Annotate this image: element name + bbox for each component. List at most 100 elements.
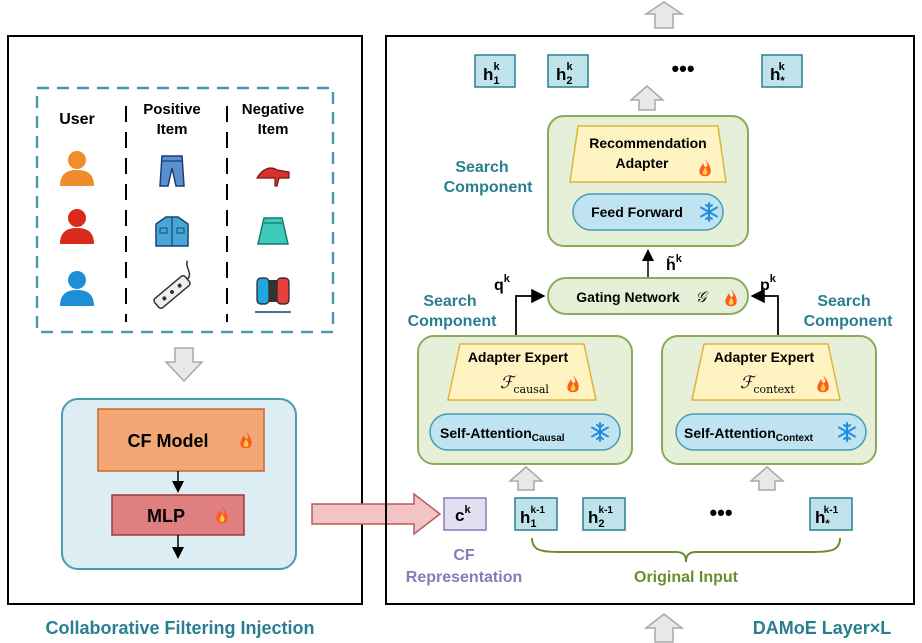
cf-representation-line1: CF — [453, 547, 475, 564]
input-token-h2 — [582, 497, 626, 531]
output-token-h2 — [547, 54, 589, 88]
input-token-h1 — [514, 497, 558, 531]
column-header-positive-line1: Positive — [143, 101, 201, 118]
search-component-label-left-2: Component — [408, 313, 498, 330]
svg-text:h*k: h* k — [770, 61, 786, 87]
svg-text:pk: pk — [760, 273, 777, 294]
right-adapter-expert — [691, 343, 841, 401]
search-component-label-top-2: Component — [444, 179, 534, 196]
column-header-positive-line2: Item — [157, 121, 188, 138]
cf-input-sup: k — [464, 504, 471, 516]
input-hstar-base: h — [815, 508, 825, 527]
search-component-label-left-1: Search — [423, 293, 476, 310]
denim-jacket-icon — [155, 216, 189, 247]
right-expert-func: ℱ — [740, 373, 757, 393]
input-h2-sup: k-1 — [599, 505, 614, 516]
right-panel-title: DAMoE Layer×L — [753, 618, 892, 638]
left-panel-title: Collaborative Filtering Injection — [45, 618, 314, 638]
p-label-sup: k — [770, 273, 777, 285]
output-token-hstar — [761, 54, 803, 88]
feed-forward-pill — [572, 193, 724, 231]
output-hstar-sup: k — [779, 61, 786, 73]
game-controller-icon — [255, 277, 291, 313]
column-header-negative-line1: Negative — [242, 101, 305, 118]
arrow-q-to-gating — [515, 288, 546, 336]
arrow-p-to-gating — [750, 288, 779, 336]
output-hstar-sub: * — [780, 75, 785, 87]
left-expert-func-sub: causal — [513, 383, 549, 396]
recommendation-adapter-line1: Recommendation — [589, 135, 706, 151]
svg-text:ℱcontext: ℱcontext — [740, 373, 795, 396]
recommendation-adapter — [569, 125, 727, 183]
output-h1-sub: 1 — [493, 75, 499, 87]
gating-network-label: Gating Network — [576, 289, 680, 305]
red-shoe-icon — [255, 167, 290, 187]
input-hstar-sub: * — [825, 518, 830, 530]
output-h1-base: h — [483, 65, 493, 84]
output-token-h1 — [474, 54, 516, 88]
power-strip-icon — [153, 260, 191, 309]
recommendation-adapter-line2: Adapter — [616, 155, 669, 171]
right-panel — [385, 35, 915, 605]
search-component-label-right-1: Search — [817, 293, 870, 310]
left-adapter-expert-title: Adapter Expert — [468, 349, 569, 365]
up-arrow-to-left-expert — [508, 466, 544, 491]
svg-text:Self-AttentionContext: Self-AttentionContext — [684, 425, 814, 444]
cf-model-label: CF Model — [128, 431, 209, 451]
right-attention-label: Self-Attention — [684, 425, 776, 441]
up-arrow-bottom — [643, 613, 685, 643]
cf-injection-arrow — [311, 492, 442, 536]
original-input-label: Original Input — [634, 569, 739, 586]
user-icon-blue — [60, 271, 94, 306]
up-arrow-top — [643, 1, 685, 29]
gating-symbol: 𝒢 — [696, 288, 709, 306]
right-expert-func-sub: context — [753, 383, 795, 396]
search-component-label-top-1: Search — [455, 159, 508, 176]
cf-representation-line2: Representation — [406, 569, 522, 586]
svg-text:h1k-1: h1k-1 — [520, 505, 545, 530]
svg-text:h*k-1: h* k-1 — [815, 505, 839, 530]
right-adapter-expert-title: Adapter Expert — [714, 349, 815, 365]
input-token-hstar — [809, 497, 853, 531]
input-ellipsis: ••• — [709, 500, 732, 525]
left-self-attention-pill — [429, 413, 621, 451]
gating-network-pill — [547, 277, 749, 315]
svg-text:h̃k: h̃k — [666, 253, 683, 274]
column-header-negative-line2: Item — [258, 121, 289, 138]
feed-forward-label: Feed Forward — [591, 204, 683, 220]
input-h1-sub: 1 — [530, 518, 536, 530]
h-tilde-base: h̃ — [666, 254, 676, 274]
input-h2-sub: 2 — [598, 518, 604, 530]
column-header-user: User — [59, 111, 95, 128]
svg-text:ℱcausal: ℱcausal — [500, 373, 549, 396]
jeans-icon — [159, 155, 185, 187]
svg-text:Self-AttentionCausal: Self-AttentionCausal — [440, 425, 565, 444]
skirt-icon — [257, 217, 289, 245]
input-h2-base: h — [588, 508, 598, 527]
left-expert-func: ℱ — [500, 373, 517, 393]
left-attention-sub: Causal — [532, 433, 565, 444]
svg-text:h2k: h2k — [556, 61, 574, 87]
up-arrow-to-right-expert — [749, 466, 785, 491]
search-component-label-right-2: Component — [804, 313, 894, 330]
left-panel — [7, 35, 363, 605]
output-h2-sup: k — [567, 61, 574, 73]
svg-text:qk: qk — [494, 273, 511, 294]
user-icon-orange — [60, 151, 94, 186]
left-attention-label: Self-Attention — [440, 425, 532, 441]
svg-text:ck: ck — [455, 504, 471, 525]
output-hstar-base: h — [770, 65, 780, 84]
down-arrow-left — [164, 347, 204, 383]
q-label-sup: k — [504, 273, 511, 285]
input-hstar-sup: k-1 — [824, 505, 839, 516]
right-attention-sub: Context — [776, 433, 814, 444]
cf-input-token — [443, 497, 487, 531]
original-input-brace — [531, 537, 841, 563]
user-icon-red — [60, 209, 94, 244]
h-tilde-sup: k — [676, 253, 683, 265]
up-arrow-to-outputs — [629, 85, 665, 111]
input-h1-base: h — [520, 508, 530, 527]
q-label-base: q — [494, 277, 504, 294]
output-h2-sub: 2 — [566, 75, 572, 87]
